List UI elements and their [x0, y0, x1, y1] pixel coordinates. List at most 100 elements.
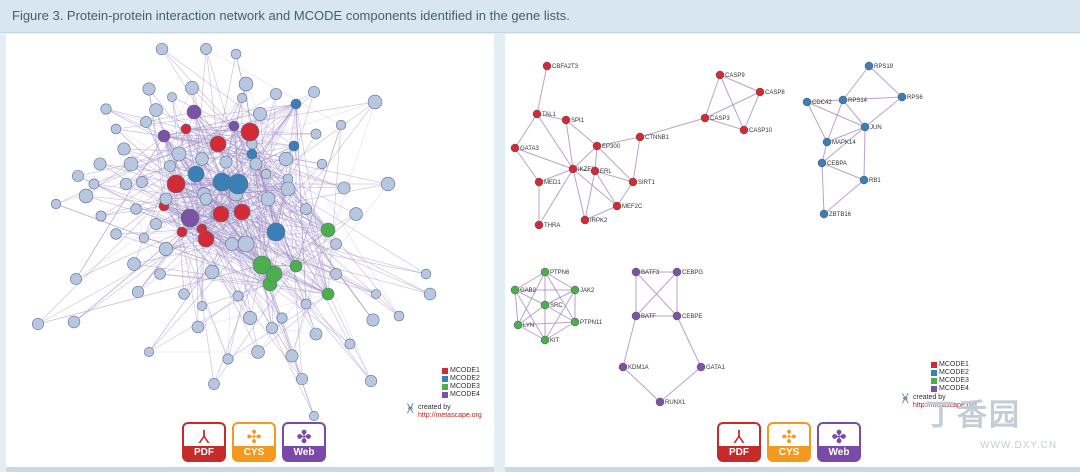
network-node: [187, 165, 205, 183]
network-node: [176, 226, 188, 238]
network-edge: [155, 109, 253, 155]
network-node: [171, 146, 187, 162]
network-edge: [201, 208, 307, 230]
network-node: [366, 313, 380, 327]
network-node: [227, 173, 249, 195]
gene-label: RPS19: [874, 64, 894, 70]
network-node: [380, 176, 396, 192]
network-edge: [217, 97, 243, 145]
network-node: [367, 94, 383, 110]
network-node: [95, 210, 107, 222]
network-node: [50, 198, 62, 210]
component-edge: [842, 99, 866, 128]
download-cys-button[interactable]: ✣ CYS: [232, 422, 276, 462]
component-edge: [544, 304, 576, 323]
network-edge: [178, 93, 277, 155]
panel-bottom-strip: [505, 467, 1080, 472]
component-edge: [514, 271, 546, 291]
network-edge: [115, 228, 203, 235]
network-node: [204, 264, 220, 280]
gene-label: BATF3: [641, 270, 660, 276]
gene-node: [672, 267, 682, 277]
component-edge: [806, 99, 844, 103]
network-node: [371, 289, 381, 299]
network-edge: [183, 193, 205, 295]
gene-label: RUNX1: [665, 400, 686, 406]
component-edge: [823, 179, 865, 215]
network-node: [186, 104, 202, 120]
network-node: [154, 268, 166, 280]
network-node: [242, 310, 258, 326]
network-edge: [257, 293, 329, 353]
component-edge: [544, 271, 576, 291]
network-edge: [77, 175, 275, 275]
gene-node: [592, 141, 602, 151]
legend-left: MCODE1 MCODE2 MCODE3 MCODE4: [442, 367, 480, 399]
network-node: [178, 288, 190, 300]
network-edge: [293, 145, 400, 317]
gene-node: [513, 320, 523, 330]
component-edge: [514, 289, 546, 306]
network-edge: [287, 91, 315, 180]
network-node: [288, 140, 300, 152]
network-node: [290, 98, 302, 110]
component-edge: [719, 74, 761, 93]
gene-label: MAPK14: [832, 140, 856, 146]
network-edge: [295, 243, 337, 267]
component-edge: [594, 170, 634, 183]
network-node: [157, 129, 171, 143]
network-edge: [135, 208, 329, 295]
network-edge: [295, 265, 329, 295]
network-edge: [159, 243, 233, 275]
network-edge: [175, 183, 185, 295]
gene-label: SRC: [550, 303, 563, 309]
credit-url-link[interactable]: http://metascape.org: [913, 402, 977, 409]
network-node: [238, 76, 254, 92]
gene-node: [822, 137, 832, 147]
network-node: [180, 208, 200, 228]
component-edge: [517, 321, 576, 326]
download-cys-button[interactable]: ✣ CYS: [767, 422, 811, 462]
gene-label: CEBPG: [682, 270, 703, 276]
legend-label: MCODE3: [450, 383, 480, 390]
network-node: [260, 168, 272, 180]
gene-label: RPS14: [848, 98, 868, 104]
network-node: [316, 158, 328, 170]
network-edge: [217, 143, 337, 245]
download-web-button[interactable]: ✤ Web: [282, 422, 326, 462]
credit-by-text: created by: [913, 394, 946, 401]
gene-label: CASP3: [710, 116, 730, 122]
network-edge: [287, 188, 329, 295]
component-edge: [572, 168, 618, 207]
network-edge: [281, 317, 303, 380]
gene-node: [859, 175, 869, 185]
gene-label: BATF: [641, 314, 656, 320]
network-node: [265, 265, 283, 283]
network-node: [300, 203, 312, 215]
network-edge: [37, 264, 263, 325]
gene-label: IKZF1: [578, 167, 595, 173]
gene-node: [540, 300, 550, 310]
component-edge: [565, 119, 598, 147]
legend-swatch-mcode1: [442, 368, 448, 374]
network-edge: [165, 198, 229, 360]
legend-item-mcode4: MCODE4: [931, 385, 969, 393]
download-pdf-button[interactable]: ⅄ PDF: [717, 422, 761, 462]
share-icon: ✤: [296, 427, 312, 447]
download-web-button[interactable]: ✤ Web: [817, 422, 861, 462]
legend-label: MCODE3: [939, 377, 969, 384]
network-node: [222, 353, 234, 365]
gene-label: PTPN6: [550, 270, 570, 276]
component-edge: [538, 168, 574, 183]
component-edge: [639, 117, 706, 138]
network-node: [140, 116, 152, 128]
network-node: [93, 157, 107, 171]
download-pdf-button[interactable]: ⅄ PDF: [182, 422, 226, 462]
credit-url-link[interactable]: http://metascape.org: [418, 412, 482, 419]
network-edge: [165, 198, 377, 295]
download-cys-label: CYS: [769, 446, 809, 460]
gene-node: [570, 285, 580, 295]
legend-item-mcode1: MCODE1: [931, 361, 969, 369]
gene-label: CBFA2T3: [552, 64, 579, 70]
